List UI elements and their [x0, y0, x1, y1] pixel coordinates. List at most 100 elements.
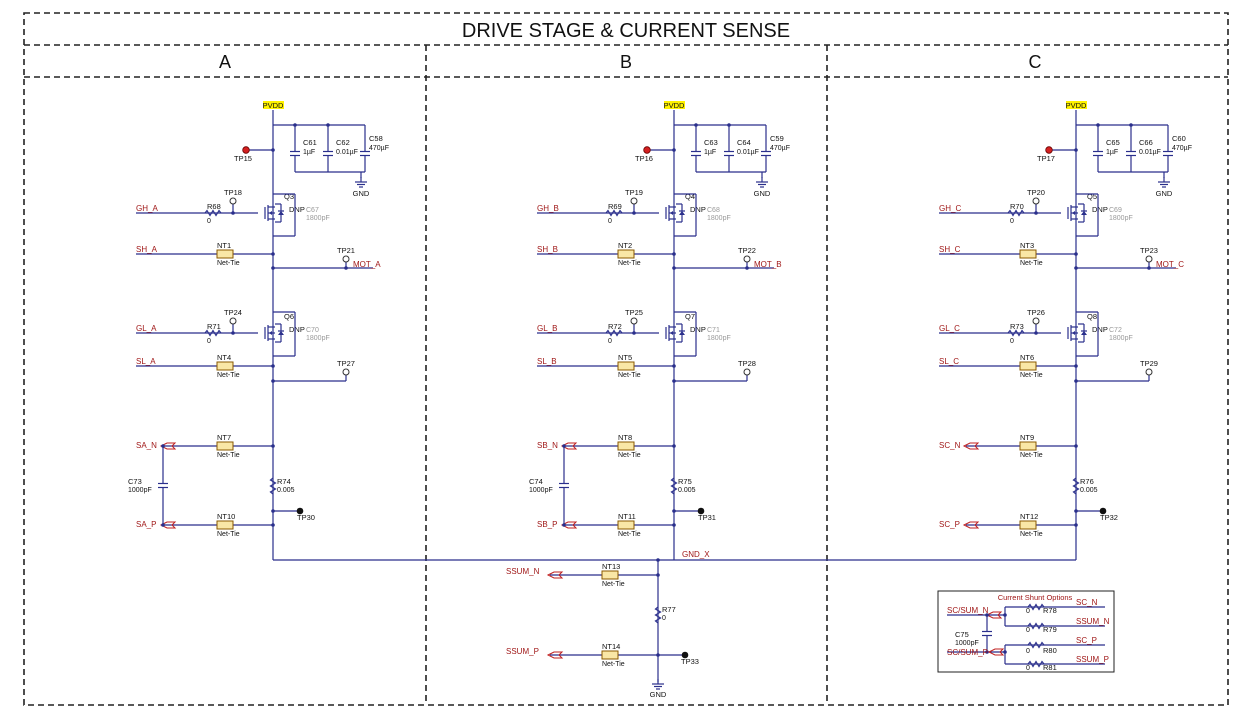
gate-res-value: 0 [1010, 218, 1014, 225]
junction-dot [1074, 364, 1078, 368]
junction-dot [672, 444, 676, 448]
body-arrow [670, 211, 673, 215]
gate-res-ref: R72 [608, 322, 622, 331]
pvdd-highlight [1066, 101, 1087, 109]
low-side-mosfet [665, 323, 685, 343]
gate-res-ref: R68 [207, 202, 221, 211]
sum-shunt-section: GND_XSSUM_NNT13Net-TieR770SSUM_PNT14Net-… [273, 550, 1076, 699]
sense-p-label: SA_P [136, 520, 156, 529]
sum-res-ref: R77 [662, 605, 676, 614]
net-tie-label: Net-Tie [1020, 372, 1043, 379]
junction-dot [271, 379, 275, 383]
off-page-connector [962, 442, 980, 450]
gate-tp-label: TP18 [224, 188, 242, 197]
sheet-title: DRIVE STAGE & CURRENT SENSE [462, 20, 790, 42]
sense-p-label: SB_P [537, 520, 557, 529]
gate-net-label: GH_B [537, 204, 559, 213]
gate-res-ref: R71 [207, 322, 221, 331]
dnp-cap-value: 1800pF [707, 215, 731, 222]
phase-b-circuit: PVDDGNDC631µFC640.01µFC59470µFTP16TP19GH… [529, 101, 790, 560]
net-tie-ref: NT9 [1020, 433, 1034, 442]
junction-dot [1074, 509, 1078, 513]
off-page-connector [159, 442, 177, 450]
net-tie-ref: NT12 [1020, 512, 1038, 521]
net-tie-label: Net-Tie [1020, 452, 1043, 459]
column-header-c: C [1029, 52, 1042, 72]
dnp-cap-ref: C69 [1109, 207, 1122, 214]
fet-ref: Q7 [685, 312, 695, 321]
net-tie-label: Net-Tie [217, 531, 240, 538]
shunt-value: 0.005 [678, 487, 696, 494]
sense-n-label: SA_N [136, 441, 157, 450]
opt-cap-value: 1000pF [955, 640, 979, 647]
cap-value: 1µF [303, 149, 315, 156]
dnp-cap-ref: C68 [707, 207, 720, 214]
gate-res-value: 0 [1010, 338, 1014, 345]
pvdd-highlight [263, 101, 284, 109]
mot-test-point [1145, 255, 1153, 263]
net-tie [1019, 520, 1037, 530]
gate-res-value: 0 [207, 338, 211, 345]
gate-test-point [630, 197, 638, 205]
net-tie-ref: NT10 [217, 512, 235, 521]
dnp-cap-ref: C72 [1109, 327, 1122, 334]
phase-c-circuit: PVDDGNDC651µFC660.01µFC60470µFTP17TP20GH… [939, 101, 1192, 560]
shunt-ref: R74 [277, 477, 291, 486]
dnp-label: DNP [690, 325, 706, 334]
dnp-label: DNP [289, 205, 305, 214]
net-tie-ref: NT14 [602, 642, 620, 651]
net-tie-ref: NT1 [217, 241, 231, 250]
junction-dot [727, 123, 731, 127]
gate-resistor [204, 329, 222, 337]
gate-resistor [1007, 329, 1025, 337]
gate-net-label: GL_C [939, 324, 960, 333]
cap-value: 470µF [770, 145, 790, 152]
junction-dot [672, 252, 676, 256]
tp-pvdd-label: TP15 [234, 154, 252, 163]
body-arrow [269, 331, 272, 335]
net-tie-ref: NT13 [602, 562, 620, 571]
test-point-red [242, 146, 250, 154]
sum-tp-label: TP33 [681, 657, 699, 666]
junction-dot [1096, 123, 1100, 127]
diode [1081, 331, 1087, 335]
gnd-label: GND [754, 189, 771, 198]
junction-dot [672, 523, 676, 527]
cap-ref: C61 [303, 138, 317, 147]
junction-dot [1129, 123, 1133, 127]
gate-resistor [605, 209, 623, 217]
mot-tp-label: TP22 [738, 246, 756, 255]
mot-net-label: MOT_B [754, 260, 782, 269]
junction-dot [656, 573, 660, 577]
filter-cap-ref: C74 [529, 477, 543, 486]
net-tie-label: Net-Tie [217, 260, 240, 267]
high-side-mosfet [264, 203, 284, 223]
off-page-connector [962, 521, 980, 529]
diode [679, 211, 685, 215]
net-tie-label: Net-Tie [618, 372, 641, 379]
opt-cap-ref: C75 [955, 630, 969, 639]
opt-r78: R78 [1043, 606, 1057, 615]
cap-ref: C62 [336, 138, 350, 147]
shunt-ref: R76 [1080, 477, 1094, 486]
tp-low-label: TP30 [297, 513, 315, 522]
pvdd-label: PVDD [664, 101, 685, 110]
gate-res-ref: R73 [1010, 322, 1024, 331]
cap-ref: C59 [770, 134, 784, 143]
opt-r79-value: 0 [1026, 627, 1030, 634]
gate-tp-label: TP20 [1027, 188, 1045, 197]
junction-dot [271, 523, 275, 527]
mot-test-point [743, 255, 751, 263]
junction-dot [1074, 266, 1078, 270]
cap-ref: C65 [1106, 138, 1120, 147]
cap-value: 470µF [369, 145, 389, 152]
opt-resistor [1027, 641, 1045, 649]
cap-ref: C58 [369, 134, 383, 143]
sense-p-label: SC_P [939, 520, 960, 529]
net-tie-label: Net-Tie [602, 581, 625, 588]
junction-dot [1074, 523, 1078, 527]
gate-res-value: 0 [207, 218, 211, 225]
opt-left-n-label: SC/SUM_N [947, 606, 989, 615]
gate-test-point [229, 197, 237, 205]
